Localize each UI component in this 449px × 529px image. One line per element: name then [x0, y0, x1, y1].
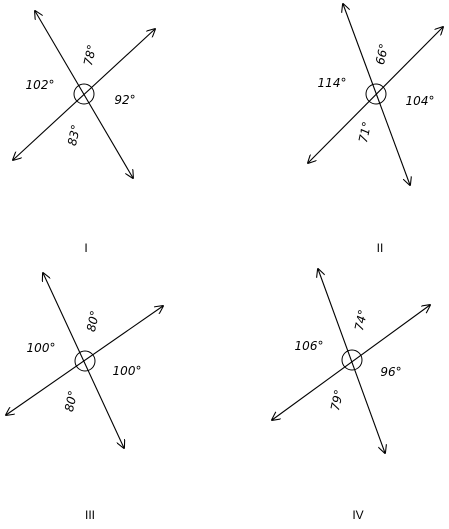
figure-3: 80° 100° 100° 80° III: [6, 273, 163, 522]
figure-4: 74° 106° 96° 79° IV: [272, 269, 430, 522]
angle-right-label: 104°: [406, 94, 435, 108]
angle-bottom-label: 80°: [62, 389, 80, 413]
angle-right-label: 96°: [380, 365, 401, 379]
figure-1: 78° 102° 92° 83° I: [13, 11, 155, 255]
angle-top-label: 80°: [84, 309, 102, 333]
angle-left-label: 102°: [26, 78, 55, 92]
line-a: [43, 273, 124, 448]
figure-caption: III: [85, 508, 95, 522]
angle-bottom-label: 71°: [356, 120, 374, 144]
angle-top-label: 74°: [352, 308, 370, 332]
figure-caption: II: [377, 241, 384, 255]
angle-left-label: 106°: [295, 339, 324, 353]
line-b: [272, 305, 430, 420]
angle-bottom-label: 83°: [65, 123, 83, 147]
angle-bottom-label: 79°: [328, 388, 346, 412]
line-b: [6, 306, 163, 415]
line-a: [318, 269, 385, 453]
figure-caption: I: [84, 241, 87, 255]
vertex-arc: [341, 349, 363, 371]
angle-left-label: 100°: [27, 341, 56, 355]
angle-right-label: 100°: [113, 364, 142, 378]
vertex-arc: [365, 83, 387, 105]
angle-top-label: 66°: [373, 42, 391, 66]
vertex-arc: [73, 83, 95, 105]
line-b: [13, 29, 155, 160]
figure-2: 66° 114° 104° 71° II: [308, 4, 443, 255]
figure-caption: IV: [352, 508, 363, 522]
vertex-arc: [74, 350, 96, 372]
angle-left-label: 114°: [318, 76, 347, 90]
angle-right-label: 92°: [114, 93, 135, 107]
line-b: [308, 27, 443, 163]
angle-top-label: 78°: [81, 43, 99, 67]
